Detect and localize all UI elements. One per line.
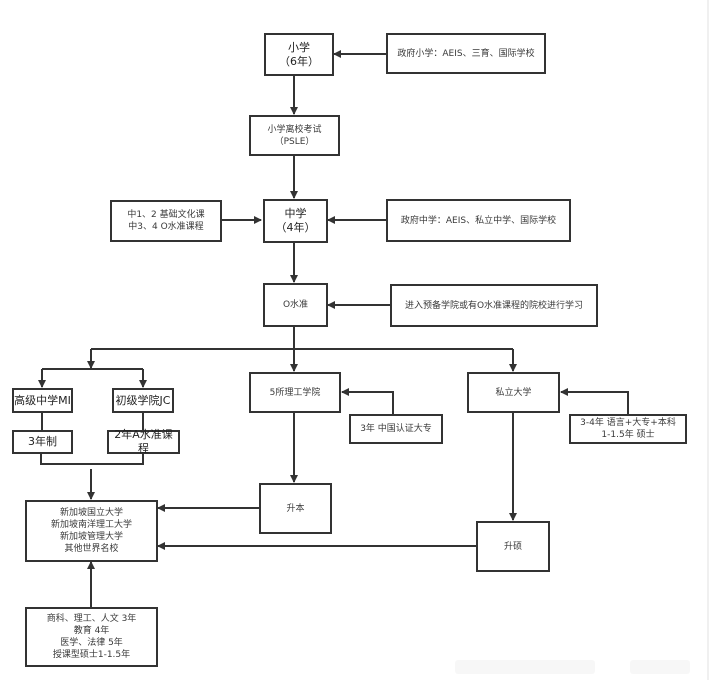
node-upgrade-master: 升硕 [476, 521, 550, 572]
watermark-smudge [630, 660, 690, 674]
node-universities: 新加坡国立大学 新加坡南洋理工大学 新加坡管理大学 其他世界名校 [25, 500, 158, 562]
node-o-level: O水准 [263, 283, 328, 327]
node-secondary-courses: 中1、2 基础文化课 中3、4 O水准课程 [110, 200, 222, 242]
node-private-university: 私立大学 [467, 372, 560, 413]
node-polytechnic-source: 3年 中国认证大专 [349, 414, 443, 444]
node-psle: 小学离校考试 （PSLE） [249, 115, 340, 156]
node-jc: 初级学院JC [112, 388, 174, 413]
page-edge [707, 0, 709, 680]
node-upgrade-bachelor: 升本 [259, 483, 332, 534]
arrow-polytechnic-source-to-polytechnic [341, 388, 394, 414]
node-jc-duration: 2年A水准课程 [107, 428, 180, 455]
arrow-private-source-to-private-uni [560, 388, 629, 414]
node-mi: 高级中学MI [12, 388, 73, 413]
node-primary: 小学 （6年） [264, 33, 334, 76]
node-polytechnic: 5所理工学院 [249, 372, 341, 413]
node-mi-duration: 3年制 [12, 430, 73, 454]
node-private-university-source: 3-4年 语言+大专+本科 1-1.5年 硕士 [569, 414, 687, 444]
node-o-level-source: 进入预备学院或有O水准课程的院校进行学习 [390, 284, 598, 327]
watermark-smudge [455, 660, 595, 674]
line-duration-bracket [40, 453, 144, 465]
node-secondary: 中学 （4年） [263, 199, 328, 243]
node-programs: 商科、理工、人文 3年 教育 4年 医学、法律 5年 授课型硕士1-1.5年 [25, 607, 158, 667]
node-primary-source: 政府小学：AEIS、三育、国际学校 [386, 33, 546, 74]
node-secondary-source: 政府中学：AEIS、私立中学、国际学校 [386, 199, 571, 242]
